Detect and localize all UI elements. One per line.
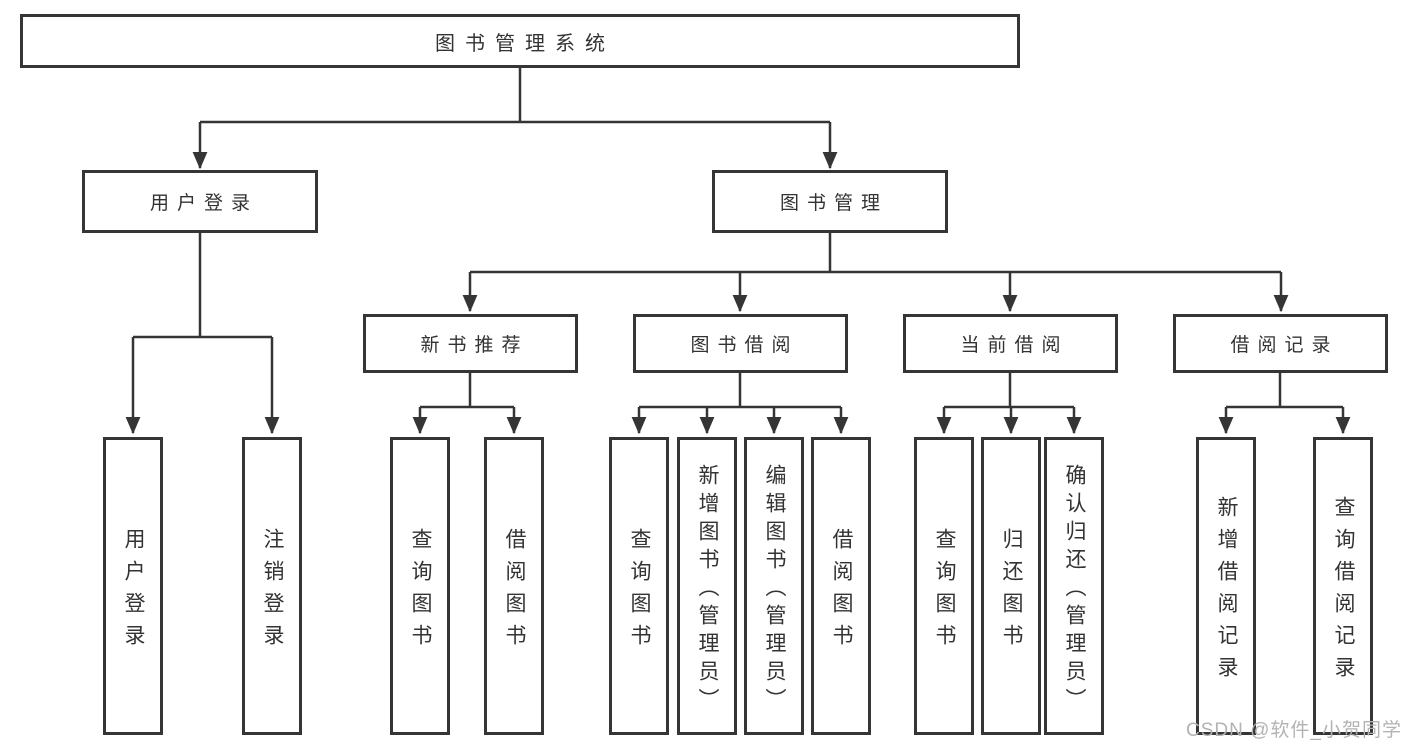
leaf-add-borrow-record: 新增借阅记录 (1196, 437, 1256, 735)
node-label: 新增借阅记录 (1215, 495, 1238, 688)
node-label: 查询图书 (628, 527, 651, 656)
leaf-logout: 注销登录 (242, 437, 302, 735)
csdn-watermark: CSDN @软件_小贺同学 (1186, 720, 1402, 741)
node-borrowing-records: 借阅记录 (1173, 314, 1388, 373)
node-user-login: 用户登录 (82, 170, 318, 233)
leaf-edit-book-admin: 编辑图书（管理员） (744, 437, 804, 735)
node-label: 查询图书 (933, 527, 956, 656)
node-label: 注销登录 (261, 527, 284, 656)
leaf-user-login: 用户登录 (103, 437, 163, 735)
node-label: 确认归还（管理员） (1063, 463, 1086, 716)
node-label: 图书借阅 (690, 335, 799, 356)
leaf-query-books-borrowing: 查询图书 (609, 437, 669, 735)
node-label: 归还图书 (1000, 527, 1023, 656)
node-label: 图书管理 (779, 193, 888, 214)
node-current-borrowing: 当前借阅 (903, 314, 1118, 373)
node-label: 用户登录 (149, 193, 258, 214)
node-label: 借阅记录 (1230, 335, 1339, 356)
leaf-borrow-books-borrowing: 借阅图书 (811, 437, 871, 735)
node-new-book-recommend: 新书推荐 (363, 314, 578, 373)
node-label: 编辑图书（管理员） (763, 463, 786, 716)
node-library-system: 图书管理系统 (20, 14, 1020, 68)
leaf-return-book: 归还图书 (981, 437, 1041, 735)
leaf-query-borrow-record: 查询借阅记录 (1313, 437, 1373, 735)
node-label: 用户登录 (122, 527, 145, 656)
node-label: 当前借阅 (960, 335, 1069, 356)
node-label: 新增图书（管理员） (696, 463, 719, 716)
leaf-query-books-recommend: 查询图书 (390, 437, 450, 735)
node-book-management: 图书管理 (712, 170, 948, 233)
node-label: 借阅图书 (830, 527, 853, 656)
leaf-add-book-admin: 新增图书（管理员） (677, 437, 737, 735)
leaf-confirm-return-admin: 确认归还（管理员） (1044, 437, 1104, 735)
node-label: 查询图书 (409, 527, 432, 656)
node-book-borrowing: 图书借阅 (633, 314, 848, 373)
leaf-query-books-current: 查询图书 (914, 437, 974, 735)
node-label: 新书推荐 (420, 335, 529, 356)
leaf-borrow-books-recommend: 借阅图书 (484, 437, 544, 735)
node-label: 查询借阅记录 (1332, 495, 1355, 688)
node-label: 借阅图书 (503, 527, 526, 656)
node-label: 图书管理系统 (435, 32, 615, 55)
